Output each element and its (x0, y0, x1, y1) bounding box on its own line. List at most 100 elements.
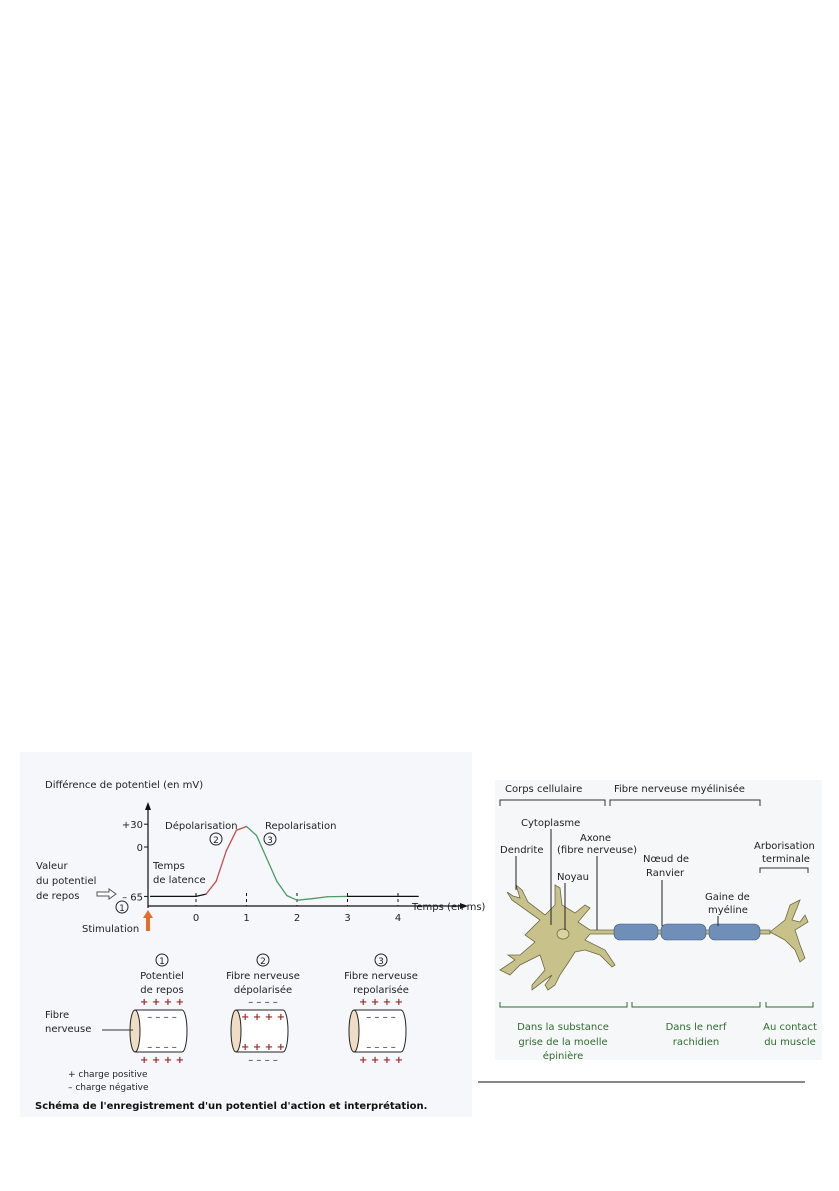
fibre-cylinder (135, 1009, 188, 1053)
curve-segment (286, 894, 298, 901)
state-title-2: de repos (140, 985, 183, 996)
x-tick-label: 2 (294, 913, 300, 924)
terminal-arborization (769, 899, 809, 963)
curve-segment (195, 893, 207, 898)
outside-charges-top: + + + + (140, 997, 184, 1008)
latence-label-1: Temps (152, 861, 185, 872)
fibre-bracket (609, 799, 761, 806)
curve-segment (276, 880, 288, 897)
state-title-1: Potentiel (140, 971, 184, 982)
inside-charges-top: + + + + (241, 1012, 285, 1023)
inside-charges-bottom: – – – – (147, 1042, 177, 1053)
fibre-cylinder-end (348, 1009, 360, 1053)
neuron-figure: Corps cellulaire Fibre nerveuse myélinis… (495, 780, 822, 1062)
fibre-cylinder-end (230, 1009, 242, 1053)
fibre-cylinder-end (129, 1009, 141, 1053)
stimulation-label: Stimulation (82, 924, 139, 935)
state-number-marker (155, 953, 169, 967)
stimulation-arrow-icon (143, 910, 153, 931)
location-2-line-2: rachidien (673, 1037, 719, 1048)
y-tick-label: – 65 (122, 892, 143, 903)
noyau-label: Noyau (557, 872, 589, 883)
corps-bracket (499, 799, 606, 806)
legend-minus: – charge négative (68, 1082, 149, 1093)
hollow-arrow-icon (96, 888, 117, 900)
y-tick-label: 0 (137, 843, 143, 854)
x-tick-label: 1 (243, 913, 249, 924)
y-tick-label: +30 (122, 820, 143, 831)
myelin-segment (613, 923, 659, 941)
fibre-myelinisee-label: Fibre nerveuse myélinisée (614, 783, 745, 795)
cell-body (499, 883, 771, 991)
curve-segment (235, 825, 248, 831)
fibre-label-1: Fibre (45, 1010, 69, 1021)
inside-charges-bottom: + + + + (241, 1042, 285, 1053)
state-number-marker (374, 953, 388, 967)
repos-label-2: du potentiel (36, 876, 96, 887)
arborisation-label-1: Arborisation (754, 841, 815, 852)
curve-segment (225, 829, 238, 852)
x-tick-label: 4 (395, 913, 401, 924)
outside-charges-top: – – – – (248, 997, 278, 1008)
state-number-marker (256, 953, 270, 967)
step-2-number: 2 (213, 836, 219, 846)
noeud-label-1: Nœud de (643, 854, 689, 865)
x-tick-label: 3 (344, 913, 350, 924)
step-3-number: 3 (267, 836, 273, 846)
axone-label-2: (fibre nerveuse) (557, 845, 637, 856)
step-2-marker (209, 832, 223, 846)
location-1-line-3: épinière (543, 1050, 584, 1062)
axone-label-1: Axone (580, 833, 611, 844)
myelin-segment (708, 923, 761, 941)
state-title-2: dépolarisée (234, 984, 292, 996)
gaine-label-1: Gaine de (705, 892, 750, 903)
curve-segment (266, 857, 278, 882)
location-3-line-2: du muscle (764, 1037, 816, 1048)
fibre-cylinder (236, 1009, 289, 1053)
step-1-number: 1 (119, 904, 125, 914)
state-title-2: repolarisée (353, 984, 409, 996)
latence-label-2: de latence (153, 875, 206, 886)
y-axis-arrow-icon (145, 802, 151, 810)
location-1-line-1: Dans la substance (517, 1022, 609, 1033)
outside-charges-bottom: – – – – (248, 1055, 278, 1066)
curve-segment (205, 880, 217, 895)
nucleus (556, 928, 570, 940)
arborisation-label-2: terminale (762, 854, 810, 865)
repolarisation-label: Repolarisation (265, 821, 336, 832)
inside-charges-top: – – – – (366, 1012, 396, 1023)
action-potential-figure: Différence de potentiel (en mV) +30 0 – 65… (20, 752, 486, 1117)
y-axis-label: Différence de potentiel (en mV) (45, 779, 203, 791)
repos-label-3: de repos (36, 891, 79, 902)
outside-charges-bottom: + + + + (140, 1055, 184, 1066)
curve-segment (311, 896, 328, 900)
location-1-line-2: grise de la moelle (518, 1037, 607, 1048)
legend-plus: + charge positive (68, 1070, 148, 1080)
x-axis-arrow-icon (460, 903, 468, 909)
location-brackets (499, 1002, 814, 1008)
location-2-line-1: Dans le nerf (666, 1022, 727, 1033)
curve-segment (245, 825, 258, 837)
step-1-marker (115, 900, 129, 914)
figure-caption: Schéma de l'enregistrement d'un potentie… (35, 1100, 427, 1112)
x-axis-label: Temps (en ms) (411, 902, 486, 913)
state-title-1: Fibre nerveuse (344, 971, 418, 982)
state-number: 2 (260, 957, 266, 967)
fibre-cylinder (354, 1009, 407, 1053)
neuron-drawing (499, 883, 809, 991)
state-number: 3 (378, 957, 384, 967)
outside-charges-top: + + + + (359, 997, 403, 1008)
outside-charges-bottom: + + + + (359, 1055, 403, 1066)
myelin-segment (660, 923, 707, 941)
cytoplasme-label: Cytoplasme (521, 818, 580, 829)
curve-segment (296, 898, 313, 901)
noeud-label-2: Ranvier (646, 868, 685, 879)
repos-label-1: Valeur (36, 861, 68, 872)
dendrite-label: Dendrite (500, 845, 544, 856)
state-title-1: Fibre nerveuse (226, 971, 300, 982)
gaine-label-2: myéline (708, 904, 748, 916)
